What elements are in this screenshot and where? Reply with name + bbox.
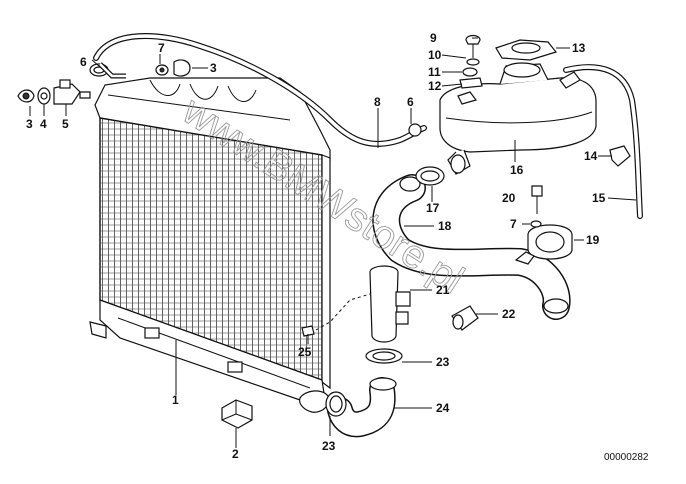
callout-18: 18	[438, 219, 452, 233]
callout-8: 8	[374, 95, 381, 109]
callout-10: 10	[428, 48, 442, 62]
callout-13: 13	[572, 41, 586, 55]
callout-23: 23	[322, 439, 336, 453]
callout-11: 11	[428, 65, 441, 79]
callout-16: 16	[510, 163, 524, 177]
callout-23: 23	[436, 355, 450, 369]
vent-hose	[563, 64, 643, 219]
callout-19: 19	[586, 233, 600, 247]
gasket	[365, 348, 403, 364]
expansion-tank	[439, 62, 597, 175]
hose-clip	[609, 145, 631, 167]
hose-clamp-upper	[415, 166, 445, 186]
callout-9: 9	[430, 31, 437, 45]
callout-3: 3	[210, 61, 217, 75]
callout-7: 7	[158, 41, 165, 55]
callout-22: 22	[502, 307, 516, 321]
callout-24: 24	[436, 401, 450, 415]
callout-2: 2	[232, 447, 239, 461]
callout-15: 15	[592, 191, 606, 205]
callout-17: 17	[426, 201, 440, 215]
callout-6: 6	[80, 55, 87, 69]
mount-bushings-left	[17, 79, 91, 105]
callout-25: 25	[298, 345, 312, 359]
callout-12: 12	[428, 79, 442, 93]
callout-20: 20	[502, 191, 516, 205]
tank-screw-and-washers	[459, 34, 483, 89]
callout-1: 1	[172, 393, 179, 407]
mounting-bracket	[221, 399, 253, 429]
bolt-small	[301, 325, 315, 337]
callout-7: 7	[510, 217, 517, 231]
callout-4: 4	[40, 117, 47, 131]
temperature-sensor	[451, 305, 479, 331]
lower-radiator-hose	[327, 377, 397, 438]
reference-number: 00000282	[604, 452, 649, 463]
washer-and-bushing-top	[155, 59, 191, 77]
thermostat-housing	[369, 265, 411, 343]
callout-3: 3	[26, 117, 33, 131]
callout-labels: 1 2 3 4 5 6 7 3 8 6 9 10 11 12 13 14 15 …	[26, 31, 606, 461]
callout-5: 5	[62, 117, 69, 131]
upper-radiator-hose	[372, 174, 571, 320]
leader-lines	[29, 37, 637, 448]
callout-6: 6	[407, 95, 414, 109]
overflow-hose	[93, 33, 427, 147]
tank-cap	[495, 39, 558, 61]
callout-21: 21	[436, 283, 450, 297]
radiator	[89, 77, 331, 413]
callout-14: 14	[584, 149, 598, 163]
hose-clamp-lower	[325, 391, 347, 417]
bracket-bolt	[530, 185, 543, 228]
hose-bracket	[514, 224, 573, 265]
